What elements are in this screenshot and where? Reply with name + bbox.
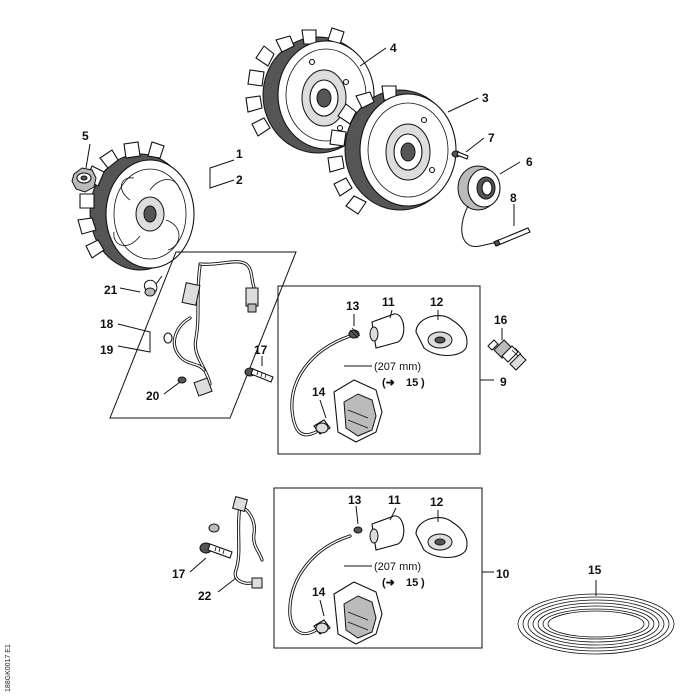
- close-paren-upper: ): [421, 377, 425, 389]
- label-10: 10: [496, 567, 510, 581]
- label-14-lower: 14: [312, 585, 326, 599]
- label-15: 15: [588, 563, 602, 577]
- label-12-lower: 12: [430, 495, 444, 509]
- screw-17-lower: [199, 542, 233, 559]
- length-annotation-upper: (207 mm) (➜ 15 ): [344, 361, 425, 389]
- clip-21: [143, 275, 163, 297]
- label-13-upper: 13: [346, 299, 360, 313]
- drawing-code: 188GK0017 E1: [5, 644, 12, 692]
- label-5: 5: [82, 129, 89, 143]
- label-4: 4: [390, 41, 397, 55]
- ignition-module-box-10: [273, 487, 494, 649]
- length-annotation-lower: (207 mm) (➜ 15 ): [344, 561, 425, 589]
- arrow-icon-upper: (➜: [382, 377, 395, 389]
- label-19: 19: [100, 343, 114, 357]
- flywheel-4: [245, 27, 375, 154]
- cable-coil-15: [517, 593, 675, 655]
- label-14-upper: 14: [312, 385, 326, 399]
- harness-22: [208, 496, 264, 589]
- label-11-lower: 11: [388, 493, 401, 507]
- length-lower: (207 mm): [374, 561, 421, 573]
- label-16: 16: [494, 313, 508, 327]
- screw-7: [451, 150, 469, 160]
- label-21: 21: [104, 283, 118, 297]
- nut-5: [71, 167, 97, 193]
- leader-lines: [85, 47, 597, 617]
- label-17-lower: 17: [172, 567, 186, 581]
- screw-17-upper: [244, 367, 274, 383]
- length-upper: (207 mm): [374, 361, 421, 373]
- ref-upper: 15: [406, 377, 418, 389]
- label-6: 6: [526, 155, 533, 169]
- label-9: 9: [500, 375, 507, 389]
- flywheel-1-2: [77, 141, 195, 271]
- label-3: 3: [482, 91, 489, 105]
- label-12-upper: 12: [430, 295, 444, 309]
- label-18: 18: [100, 317, 114, 331]
- ring-6: [457, 165, 501, 247]
- label-2: 2: [236, 173, 243, 187]
- flywheel-3: [327, 85, 457, 215]
- ignition-module-box-9: [277, 285, 494, 455]
- label-1: 1: [236, 147, 243, 161]
- label-13-lower: 13: [348, 493, 362, 507]
- close-paren-lower: ): [421, 577, 425, 589]
- label-17-upper: 17: [254, 343, 268, 357]
- label-11-upper: 11: [382, 295, 395, 309]
- wire-8: [493, 227, 531, 247]
- spark-plug-16: [487, 339, 527, 371]
- label-8: 8: [510, 191, 517, 205]
- label-22: 22: [198, 589, 212, 603]
- label-7: 7: [488, 131, 495, 145]
- label-20: 20: [146, 389, 160, 403]
- harness-box: [109, 251, 297, 419]
- ref-lower: 15: [406, 577, 418, 589]
- arrow-icon-lower: (➜: [382, 577, 395, 589]
- callouts: 1 2 3 4 5 6 7 8 9 10 11 11 12 12 13 13 1…: [82, 41, 602, 603]
